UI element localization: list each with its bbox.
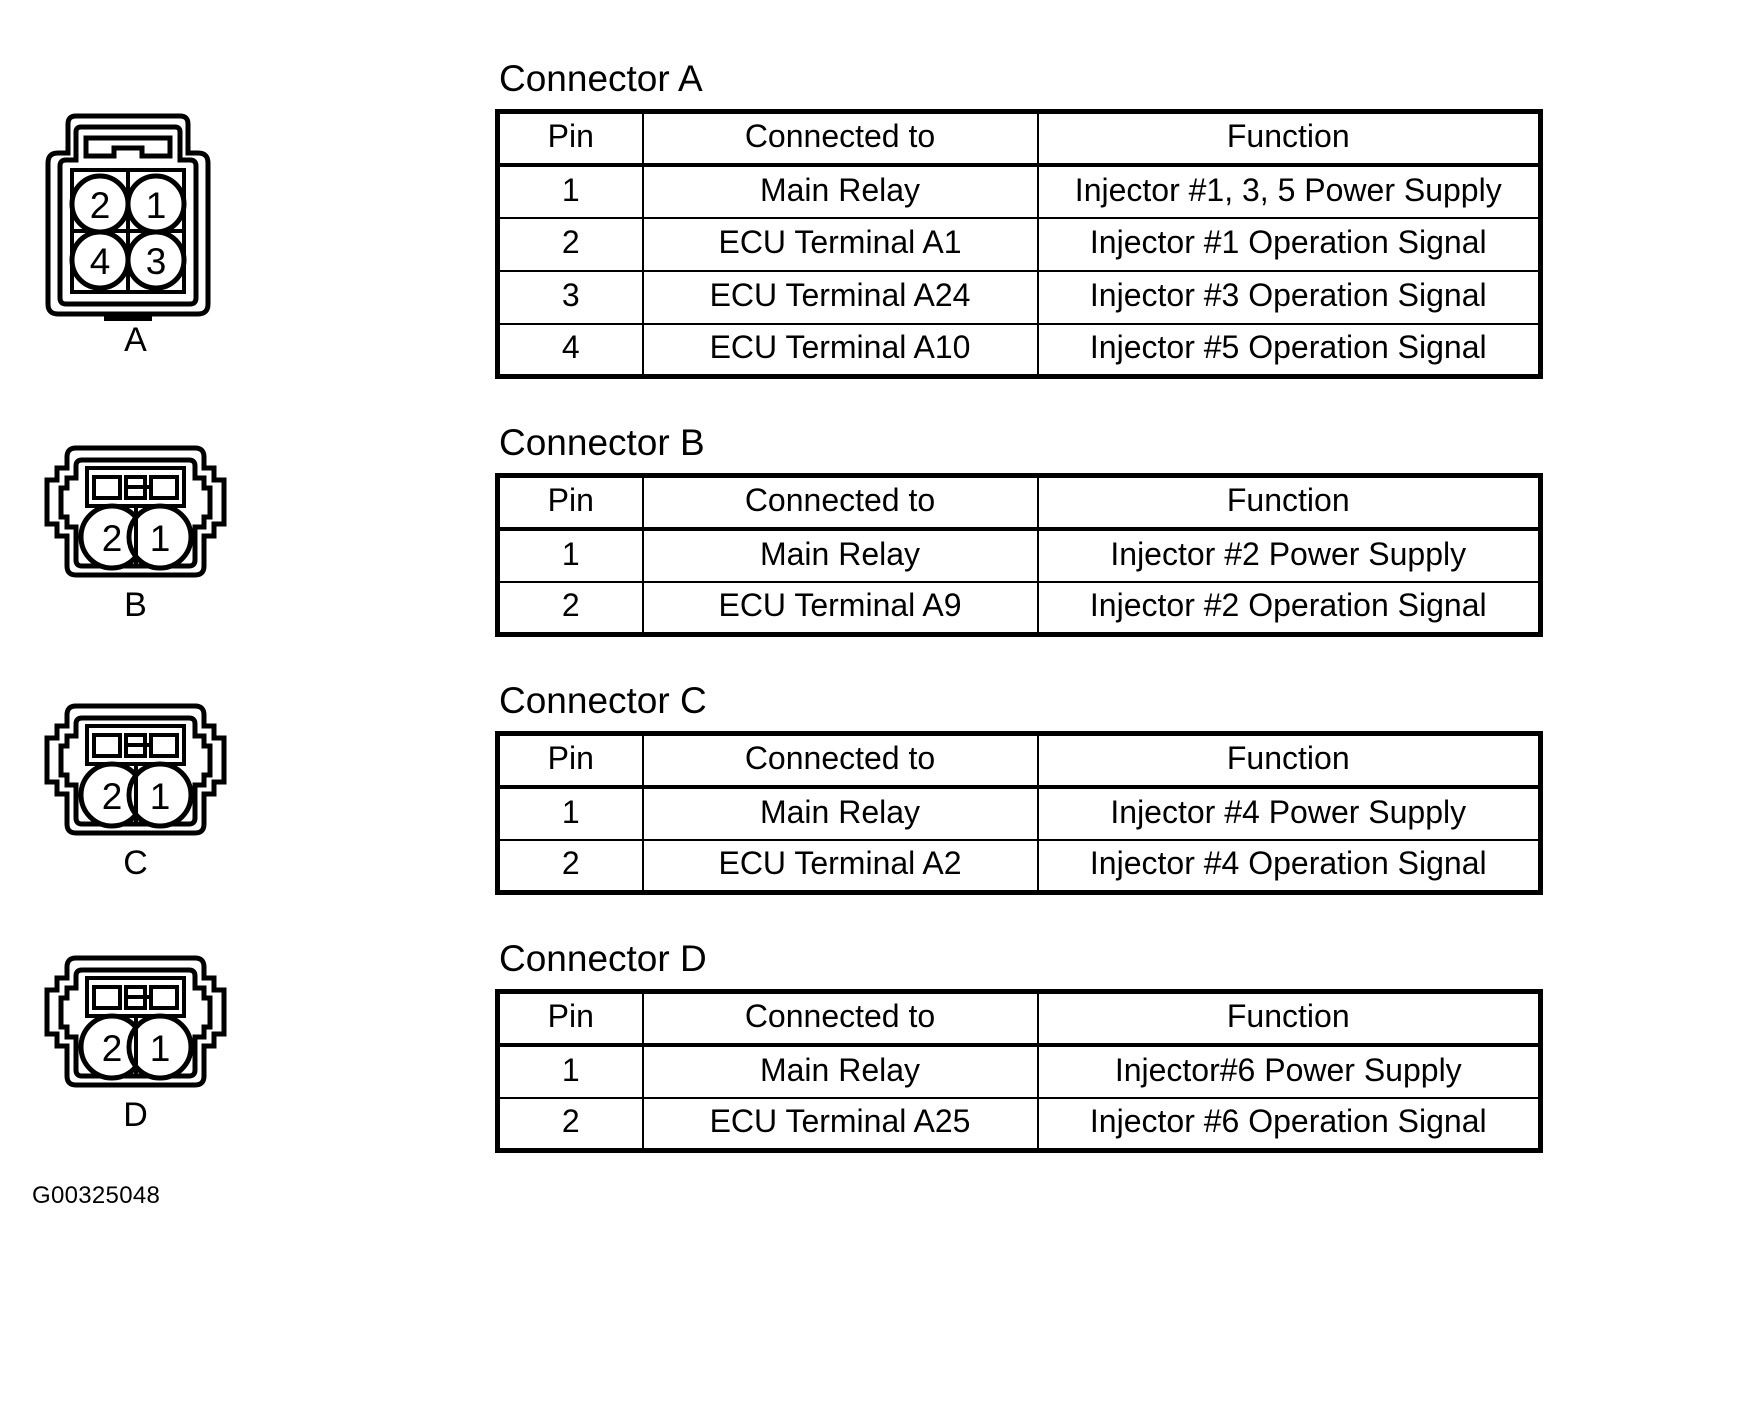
cell-pin: 1	[496, 1043, 644, 1099]
cell-connected-to: Main Relay	[641, 785, 1039, 841]
cell-pin: 1	[496, 527, 644, 583]
cell-connected-to: Main Relay	[641, 163, 1039, 219]
pin-number: 1	[146, 185, 167, 226]
connector-section-b: Connector B Pin Connected to Function 1 …	[495, 422, 1543, 637]
cell-pin: 4	[496, 322, 644, 378]
cell-pin: 2	[496, 580, 644, 636]
cell-pin: 2	[496, 216, 644, 272]
connector-section-d: Connector D Pin Connected to Function 1 …	[495, 938, 1543, 1153]
connector-figure-c: 2 1 C	[0, 696, 470, 880]
connector-d-table: Pin Connected to Function 1 Main Relay I…	[495, 989, 1543, 1153]
cell-connected-to: ECU Terminal A9	[641, 580, 1039, 636]
connector-figures-panel: 2 1 4 3 A	[0, 0, 470, 1428]
cell-pin: 2	[496, 838, 644, 894]
column-header-pin: Pin	[496, 110, 644, 167]
cell-pin: 1	[496, 163, 644, 219]
cell-function: Injector #3 Operation Signal	[1036, 269, 1542, 325]
figure-id-label: G00325048	[32, 1182, 161, 1209]
table-header-row: Pin Connected to Function	[496, 732, 1542, 789]
table-row: 2 ECU Terminal A2 Injector #4 Operation …	[496, 838, 1542, 894]
connector-4pin-icon: 2 1 4 3	[38, 108, 218, 323]
table-header-row: Pin Connected to Function	[496, 110, 1542, 167]
table-row: 1 Main Relay Injector#6 Power Supply	[496, 1043, 1542, 1099]
column-header-function: Function	[1036, 990, 1542, 1047]
connector-figure-a: 2 1 4 3 A	[0, 108, 470, 357]
cell-function: Injector #4 Power Supply	[1036, 785, 1542, 841]
cell-connected-to: ECU Terminal A10	[641, 322, 1039, 378]
connector-b-title: Connector B	[499, 422, 705, 463]
table-row: 2 ECU Terminal A1 Injector #1 Operation …	[496, 216, 1542, 272]
connector-a-title: Connector A	[499, 58, 703, 99]
pin-number: 1	[150, 776, 171, 817]
pin-number: 2	[102, 776, 123, 817]
connector-c-table: Pin Connected to Function 1 Main Relay I…	[495, 731, 1543, 895]
column-header-pin: Pin	[496, 990, 644, 1047]
connector-figure-label-d: D	[123, 1096, 148, 1134]
connector-figure-b: 2 1 B	[0, 438, 470, 622]
cell-function: Injector #6 Operation Signal	[1036, 1096, 1542, 1152]
column-header-function: Function	[1036, 474, 1542, 531]
connector-d-title: Connector D	[499, 938, 707, 979]
column-header-connected-to: Connected to	[641, 474, 1039, 531]
connector-2pin-icon: 2 1	[38, 948, 233, 1098]
pin-number: 3	[146, 241, 167, 282]
cell-function: Injector #5 Operation Signal	[1036, 322, 1542, 378]
column-header-pin: Pin	[496, 732, 644, 789]
connector-2pin-icon: 2 1	[38, 438, 233, 588]
table-row: 1 Main Relay Injector #1, 3, 5 Power Sup…	[496, 163, 1542, 219]
cell-connected-to: ECU Terminal A24	[641, 269, 1039, 325]
pin-number: 1	[150, 1028, 171, 1069]
cell-function: Injector#6 Power Supply	[1036, 1043, 1542, 1099]
table-row: 2 ECU Terminal A9 Injector #2 Operation …	[496, 580, 1542, 636]
cell-function: Injector #1, 3, 5 Power Supply	[1036, 163, 1542, 219]
column-header-connected-to: Connected to	[641, 110, 1039, 167]
connector-figure-label-b: B	[124, 586, 147, 624]
connector-figure-label-c: C	[123, 844, 148, 882]
connector-figure-d: 2 1 D	[0, 948, 470, 1132]
cell-connected-to: Main Relay	[641, 1043, 1039, 1099]
connector-b-table: Pin Connected to Function 1 Main Relay I…	[495, 473, 1543, 637]
column-header-function: Function	[1036, 732, 1542, 789]
cell-connected-to: ECU Terminal A1	[641, 216, 1039, 272]
pin-number: 2	[102, 518, 123, 559]
cell-function: Injector #2 Power Supply	[1036, 527, 1542, 583]
cell-function: Injector #1 Operation Signal	[1036, 216, 1542, 272]
column-header-function: Function	[1036, 110, 1542, 167]
column-header-connected-to: Connected to	[641, 732, 1039, 789]
cell-pin: 2	[496, 1096, 644, 1152]
table-row: 1 Main Relay Injector #4 Power Supply	[496, 785, 1542, 841]
connector-a-table: Pin Connected to Function 1 Main Relay I…	[495, 109, 1543, 379]
table-row: 2 ECU Terminal A25 Injector #6 Operation…	[496, 1096, 1542, 1152]
table-row: 4 ECU Terminal A10 Injector #5 Operation…	[496, 322, 1542, 378]
pin-number: 4	[90, 241, 111, 282]
connector-section-c: Connector C Pin Connected to Function 1 …	[495, 680, 1543, 895]
column-header-connected-to: Connected to	[641, 990, 1039, 1047]
pin-number: 2	[90, 185, 111, 226]
column-header-pin: Pin	[496, 474, 644, 531]
cell-connected-to: Main Relay	[641, 527, 1039, 583]
connector-2pin-icon: 2 1	[38, 696, 233, 846]
connector-c-title: Connector C	[499, 680, 707, 721]
table-row: 1 Main Relay Injector #2 Power Supply	[496, 527, 1542, 583]
table-row: 3 ECU Terminal A24 Injector #3 Operation…	[496, 269, 1542, 325]
cell-function: Injector #4 Operation Signal	[1036, 838, 1542, 894]
cell-pin: 3	[496, 269, 644, 325]
table-header-row: Pin Connected to Function	[496, 990, 1542, 1047]
connector-section-a: Connector A Pin Connected to Function 1 …	[495, 58, 1543, 379]
table-header-row: Pin Connected to Function	[496, 474, 1542, 531]
pin-number: 1	[150, 518, 171, 559]
connector-figure-label-a: A	[124, 321, 147, 359]
cell-function: Injector #2 Operation Signal	[1036, 580, 1542, 636]
cell-pin: 1	[496, 785, 644, 841]
cell-connected-to: ECU Terminal A25	[641, 1096, 1039, 1152]
pin-number: 2	[102, 1028, 123, 1069]
cell-connected-to: ECU Terminal A2	[641, 838, 1039, 894]
